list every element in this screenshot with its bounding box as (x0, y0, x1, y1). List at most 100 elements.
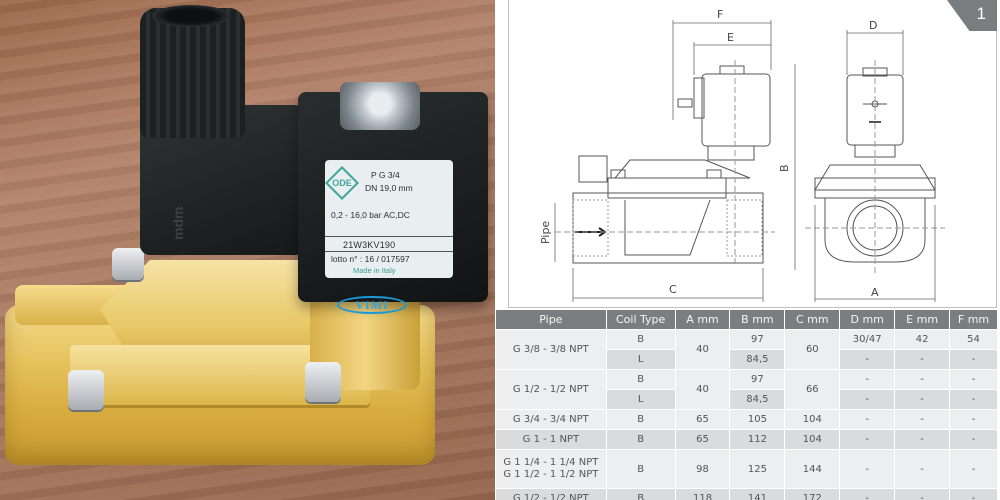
cell-pipe: G 1 - 1 NPT (496, 430, 606, 449)
cell-d: - (840, 410, 895, 429)
label-divider (325, 251, 453, 252)
cell-pipe: G 1/2 - 1/2 NPT (496, 370, 606, 409)
cell-a: 40 (675, 370, 730, 409)
cell-a: 98 (675, 450, 730, 488)
cell-a: 65 (675, 430, 730, 449)
dim-label-pipe: Pipe (539, 221, 552, 244)
label-dn: DN 19,0 mm (365, 183, 413, 193)
cell-b: 141 (730, 489, 785, 500)
cell-a: 118 (675, 489, 730, 500)
cell-pipe: G 1/2 - 1/2 NPT (496, 489, 606, 500)
figure-number: 1 (976, 4, 986, 23)
cell-f: - (950, 450, 997, 488)
col-header-b: B mm (730, 310, 785, 329)
bolt-icon (112, 248, 144, 280)
brand-logo-text: ODE (332, 178, 352, 188)
cell-e: - (895, 390, 950, 409)
dim-label-f: F (717, 8, 723, 21)
cell-c: 172 (785, 489, 840, 500)
col-header-a: A mm (675, 310, 730, 329)
cell-f: - (950, 489, 997, 500)
table-row: G 1 - 1 NPT B 65 112 104 - - - (496, 430, 997, 449)
bolt-icon (305, 362, 341, 402)
table-row: L 84,5 - - - (496, 390, 997, 409)
cell-e: - (895, 410, 950, 429)
diagram-frame (508, 0, 997, 308)
cell-coil: B (606, 430, 675, 449)
cell-pipe: G 3/8 - 3/8 NPT (496, 330, 606, 369)
cell-f: - (950, 410, 997, 429)
cell-d: 30/47 (840, 330, 895, 349)
dimension-diagram: 1 (495, 0, 1000, 308)
cell-d: - (840, 489, 895, 500)
cell-e: - (895, 450, 950, 488)
cell-d: - (840, 430, 895, 449)
cell-pipe: G 3/4 - 3/4 NPT (496, 410, 606, 429)
table-row: G 1/2 - 1/2 NPT B 118 141 172 - - - (496, 489, 997, 500)
dim-label-d: D (869, 19, 877, 32)
cell-coil: B (606, 489, 675, 500)
connector-brand-mark: mdm (170, 206, 186, 240)
dim-label-e: E (727, 31, 734, 44)
label-lot: lotto n° : 16 / 017597 (331, 254, 410, 264)
cell-b: 84,5 (730, 350, 785, 369)
cell-e: 42 (895, 330, 950, 349)
dim-label-b: B (778, 164, 791, 172)
cell-d: - (840, 450, 895, 488)
cell-b: 97 (730, 330, 785, 349)
table-row: G 3/8 - 3/8 NPT B 40 97 60 30/47 42 54 (496, 330, 997, 369)
cell-coil: L (606, 390, 675, 409)
coil-nut-icon (340, 82, 420, 130)
cell-f: - (950, 350, 997, 369)
cell-coil: B (606, 410, 675, 429)
table-row: L 84,5 - - - (496, 350, 997, 369)
label-model: 21W3KV190 (343, 240, 396, 250)
col-header-e: E mm (895, 310, 950, 329)
valve-drawing: F E D B C A Pipe (539, 8, 945, 302)
cell-f: - (950, 390, 997, 409)
table-row: G 1/2 - 1/2 NPT B 40 97 66 - - - (496, 370, 997, 409)
col-header-d: D mm (840, 310, 895, 329)
cell-b: 97 (730, 370, 785, 389)
cell-d: - (840, 350, 895, 369)
cell-e: - (895, 370, 950, 389)
dim-label-a: A (871, 286, 879, 299)
col-header-pipe: Pipe (496, 310, 606, 329)
cell-b: 105 (730, 410, 785, 429)
label-divider (325, 236, 453, 237)
table-row: G 1 1/4 - 1 1/4 NPT G 1 1/2 - 1 1/2 NPT … (496, 450, 997, 488)
cell-e: - (895, 489, 950, 500)
cell-coil: B (606, 450, 675, 488)
table-row: G 3/4 - 3/4 NPT B 65 105 104 - - - (496, 410, 997, 429)
cell-c: 60 (785, 330, 840, 369)
label-origin: Made in Italy (353, 266, 396, 275)
label-pressure-range: 0,2 - 16,0 bar AC,DC (331, 210, 410, 220)
cell-c: 104 (785, 410, 840, 429)
cell-pipe: G 1 1/4 - 1 1/4 NPT G 1 1/2 - 1 1/2 NPT (496, 450, 606, 488)
cell-c: 104 (785, 430, 840, 449)
col-header-coil-type: Coil Type (606, 310, 675, 329)
cell-e: - (895, 430, 950, 449)
watermark-logo: VIMI (337, 296, 407, 314)
brand-logo-icon: ODE (325, 166, 359, 200)
cell-c: 66 (785, 370, 840, 409)
bolt-icon (68, 370, 104, 410)
cell-f: - (950, 370, 997, 389)
cell-pipe-line1: G 1 1/4 - 1 1/4 NPT (503, 457, 599, 468)
cell-a: 40 (675, 330, 730, 369)
cell-b: 112 (730, 430, 785, 449)
col-header-f: F mm (950, 310, 997, 329)
cable-gland-opening (152, 5, 230, 27)
cell-e: - (895, 350, 950, 369)
cell-b: 84,5 (730, 390, 785, 409)
valve-photo: mdm ODE P G 3/4 DN 19,0 mm 0,2 - 16,0 ba… (0, 0, 495, 500)
cell-b: 125 (730, 450, 785, 488)
table-header-row: Pipe Coil Type A mm B mm C mm D mm E mm … (496, 310, 997, 329)
cell-c: 144 (785, 450, 840, 488)
cell-f: 54 (950, 330, 997, 349)
cell-coil: B (606, 330, 675, 349)
cell-d: - (840, 370, 895, 389)
cell-a: 65 (675, 410, 730, 429)
cell-coil: B (606, 370, 675, 389)
